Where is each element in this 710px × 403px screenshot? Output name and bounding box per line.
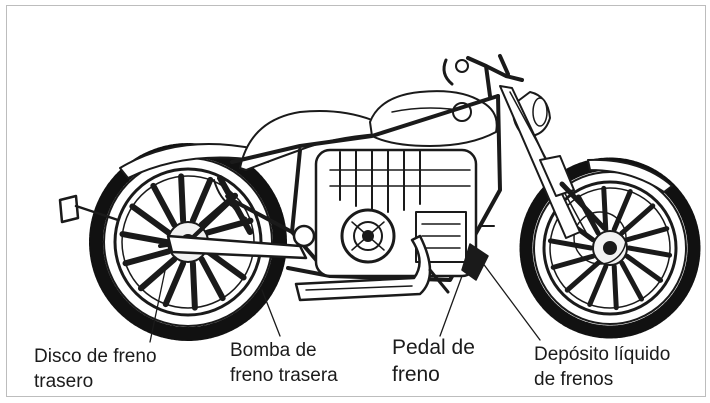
wheel-spoke [626,245,673,258]
wheel-spoke [204,248,247,281]
wheel-spoke [162,260,187,308]
wheel-spoke [550,253,596,270]
rear-swingarm [166,175,308,260]
wheel-spoke [601,185,609,232]
wheel-spoke [119,231,169,245]
wheel-spoke [189,176,214,224]
brake-pedal [461,243,489,281]
leader-lines [149,261,541,343]
wheel-spoke [564,260,601,293]
wheel-spoke [547,238,594,251]
wheel-spoke [624,226,670,243]
air-filter [292,224,316,248]
wheel-spoke [619,203,656,236]
wheel-spoke [150,182,178,228]
engine [314,148,478,278]
wheel-spoke [129,203,172,236]
label-rear-brake-disc: Disco de freno trasero [34,346,157,392]
wheel-spoke [178,173,187,224]
wheel-spoke [611,189,633,232]
label-rear-brake-pump: Bomba de freno trasera [230,340,338,386]
wheel-spoke [587,264,609,307]
wheel-spoke [624,253,664,283]
wheel-spoke [122,248,172,267]
front-fender [587,158,673,193]
wheel-spoke [189,260,198,311]
wheel-spoke [198,256,226,302]
handlebar [466,54,524,98]
label-brake-fluid-reservoir: Depósito líquido de frenos [534,344,671,390]
exhaust [294,234,432,302]
label-brake-pedal: Pedal de freno [392,336,475,386]
wheel-spoke [137,256,178,292]
front-fork [499,85,607,239]
wheel-spoke [611,264,619,311]
rear-bracket [58,194,120,224]
wheel-spoke [619,260,645,302]
